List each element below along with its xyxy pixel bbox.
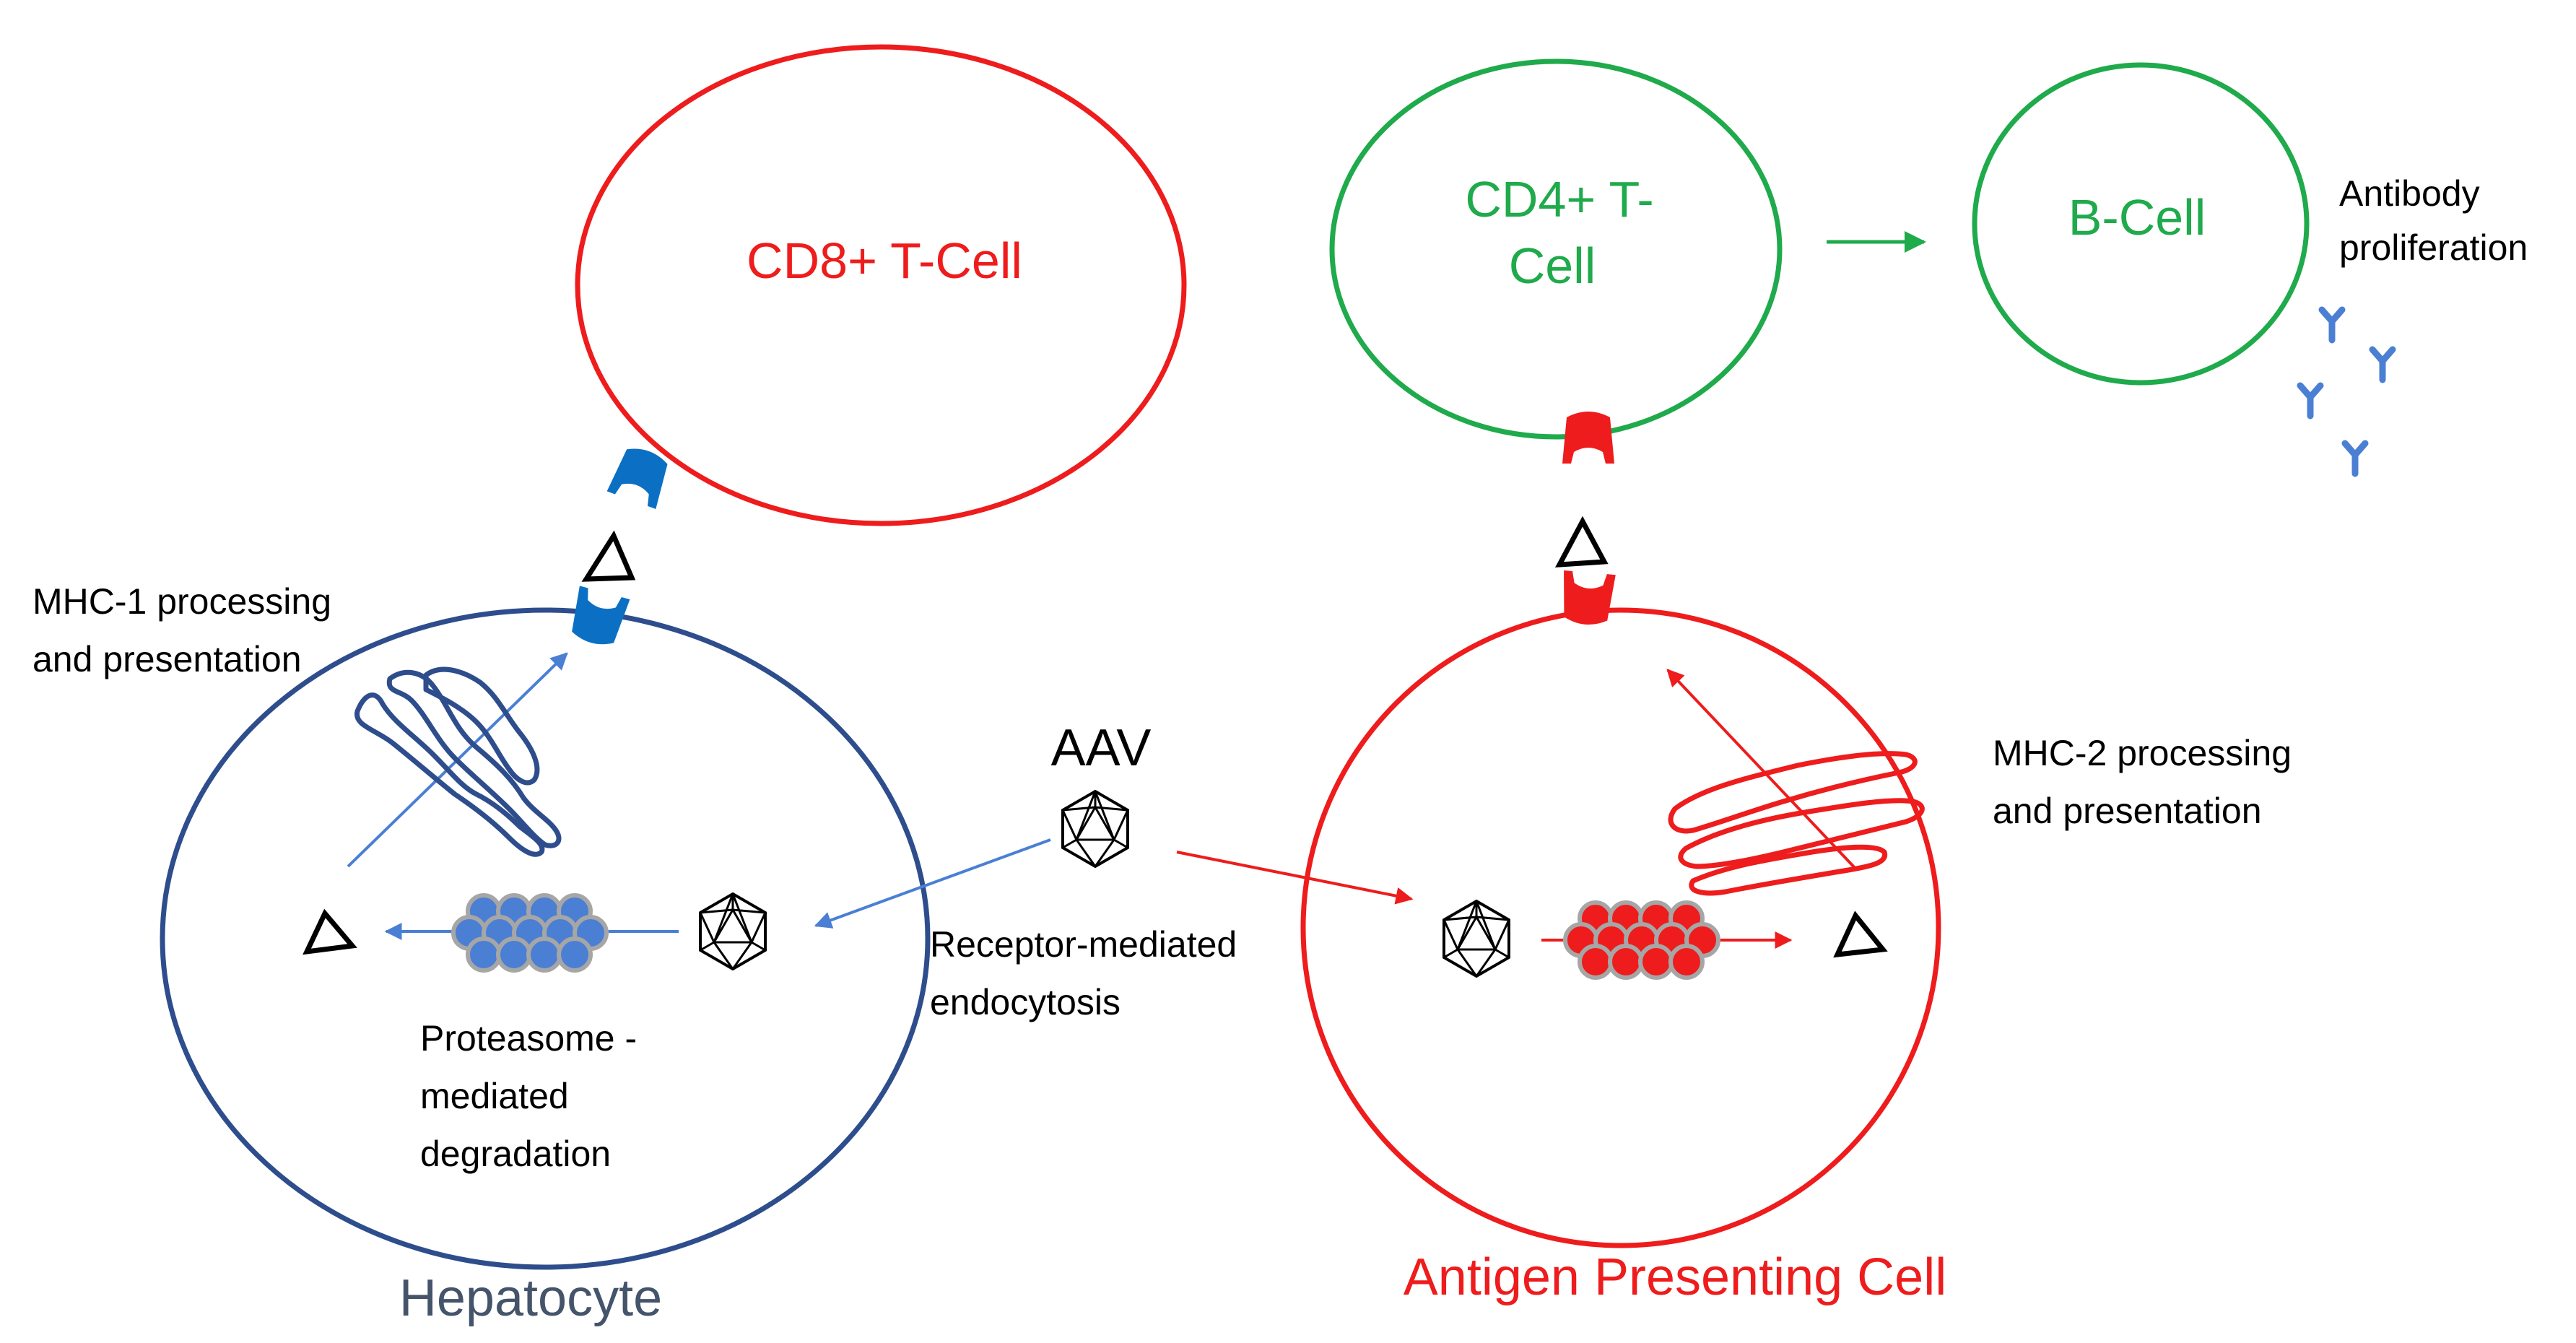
aav-label: AAV <box>1051 719 1152 777</box>
cd4-t-cell-label-line1: CD4+ T- <box>1465 171 1653 227</box>
endocytosis-label-line2: endocytosis <box>930 982 1121 1022</box>
tcr-receptor-icon-cd4 <box>1562 412 1614 464</box>
protein-fold-icon-hepatocyte <box>354 666 562 857</box>
aav-capsid-icon <box>1061 790 1129 868</box>
mhc2-receptor-icon <box>1559 570 1616 627</box>
mhc1-label-line1: MHC-1 processing <box>32 581 331 622</box>
apc-label: Antigen Presenting Cell <box>1404 1248 1946 1306</box>
antibody-icon-2 <box>2372 349 2393 380</box>
cd4-t-cell-label-line2: Cell <box>1509 238 1596 294</box>
antigen-presenting-cell <box>1300 607 1941 1248</box>
cd4-t-cell <box>1329 58 1783 440</box>
peptide-triangle-icon-mhc1 <box>581 530 636 582</box>
endocytosis-arrow-to-apc <box>1176 851 1414 905</box>
b-cell-label: B-Cell <box>2068 189 2206 245</box>
proteasome-label-line2: mediated <box>420 1076 569 1116</box>
mhc1-receptor-icon <box>566 586 630 650</box>
endocytosis-label-line1: Receptor-mediated <box>930 924 1237 965</box>
peptide-triangle-icon-hepatocyte <box>303 908 357 955</box>
hepatocyte-capsid-icon <box>699 892 767 970</box>
antibody-icon-1 <box>2322 310 2342 340</box>
proteasome-label-line1: Proteasome - <box>420 1018 637 1059</box>
apc-capsid-icon <box>1443 900 1510 978</box>
hepatocyte-cell <box>160 607 931 1270</box>
antibody-label-line2: proliferation <box>2339 227 2528 268</box>
mhc2-presentation-arrow <box>1666 669 1858 872</box>
cd8-t-cell-label: CD8+ T-Cell <box>747 232 1022 289</box>
endocytosis-arrow-to-hepatocyte <box>814 838 1051 929</box>
peptide-triangle-icon-mhc2 <box>1554 516 1609 568</box>
mhc2-label-line2: and presentation <box>1993 791 2262 831</box>
hepatocyte-label: Hepatocyte <box>399 1269 662 1327</box>
antibody-label-line1: Antibody <box>2339 173 2480 214</box>
mhc2-label-line1: MHC-2 processing <box>1993 733 2292 773</box>
antibody-icon-3 <box>2300 386 2320 416</box>
antibody-icon-4 <box>2345 443 2365 474</box>
proteasome-icon-hepatocyte <box>451 893 609 973</box>
peptide-triangle-icon-apc <box>1833 910 1888 958</box>
cd8-t-cell <box>575 44 1187 526</box>
proteasome-label-line3: degradation <box>420 1134 611 1174</box>
mhc1-label-line2: and presentation <box>32 639 302 679</box>
protein-fold-icon-apc <box>1668 751 1925 896</box>
proteasome-icon-apc <box>1563 900 1720 980</box>
b-cell <box>1972 62 2310 386</box>
